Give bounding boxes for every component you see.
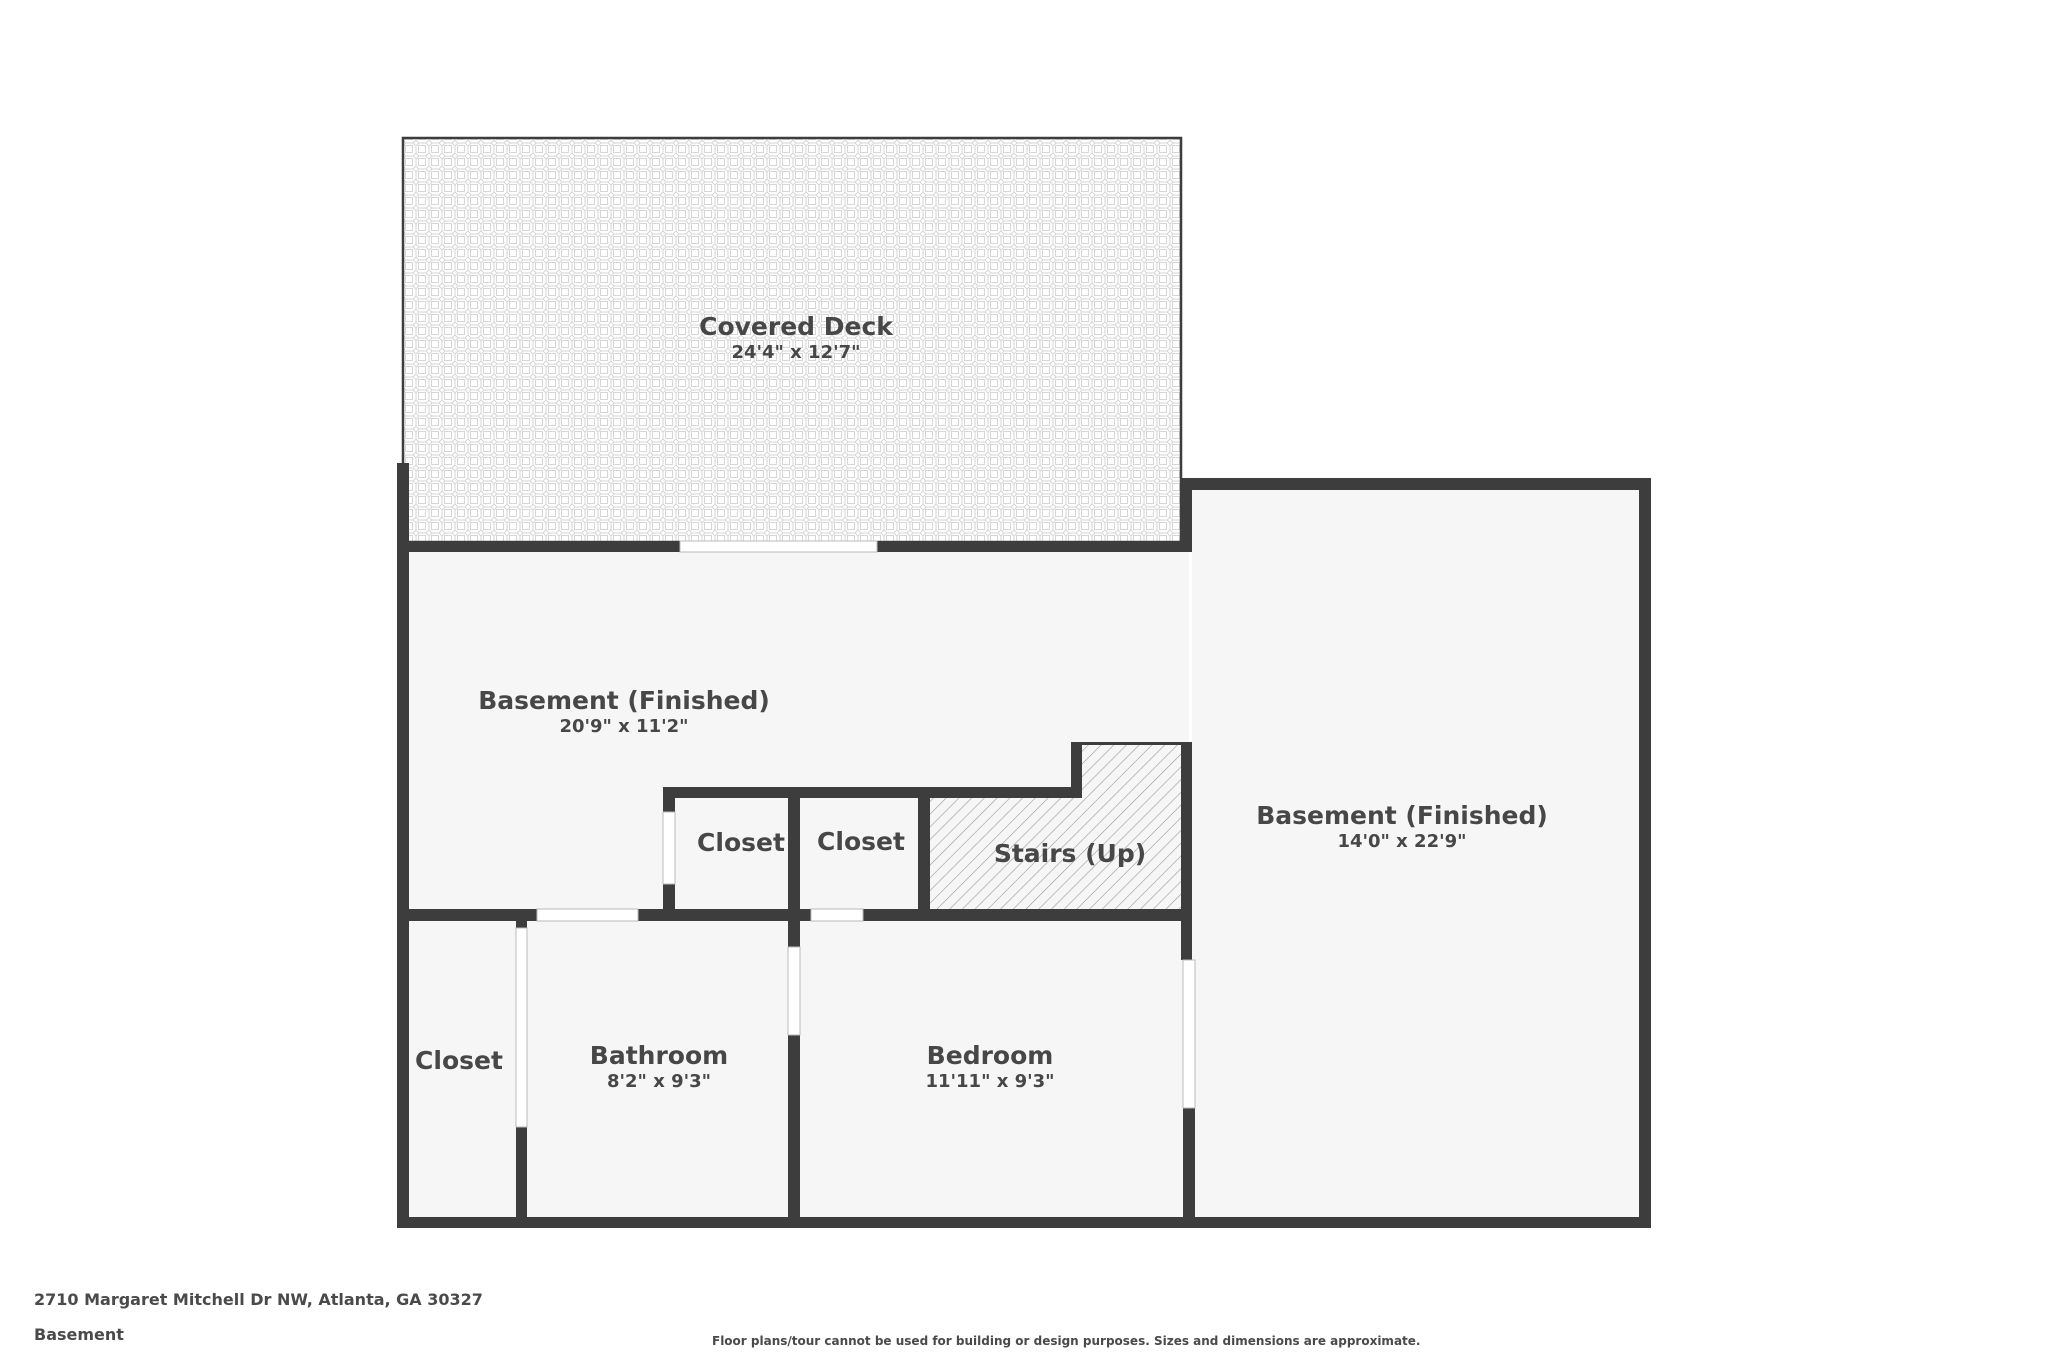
room-dimensions: 14'0" x 22'9"	[1337, 831, 1467, 852]
disclaimer: Floor plans/tour cannot be used for buil…	[712, 1334, 1421, 1348]
room-bedroom: Bedroom 11'11" x 9'3"	[925, 1041, 1054, 1093]
room-basement-left: Basement (Finished) 20'9" x 11'2"	[478, 686, 770, 738]
deck-opening	[679, 540, 878, 553]
closet2-door	[810, 908, 864, 922]
room-name: Basement (Finished)	[478, 686, 770, 715]
room-dimensions: 20'9" x 11'2"	[559, 716, 689, 737]
covered-deck-area	[401, 136, 1183, 544]
room-dimensions: 11'11" x 9'3"	[925, 1071, 1055, 1092]
room-name: Covered Deck	[699, 312, 893, 341]
room-stairs: Stairs (Up)	[994, 839, 1146, 869]
room-name: Closet	[817, 827, 905, 856]
walls	[397, 463, 1651, 1228]
room-covered-deck: Covered Deck 24'4" x 12'7"	[699, 312, 893, 364]
room-bathroom: Bathroom 8'2" x 9'3"	[590, 1041, 728, 1093]
room-name: Basement (Finished)	[1256, 801, 1548, 830]
room-name: Bedroom	[926, 1041, 1054, 1070]
room-basement-right: Basement (Finished) 14'0" x 22'9"	[1256, 801, 1548, 853]
bathroom-door	[536, 908, 639, 922]
floor-fills	[409, 490, 1639, 1217]
closet1-door	[662, 811, 676, 885]
closet3-door	[515, 927, 528, 1128]
room-name: Stairs (Up)	[993, 839, 1147, 868]
property-address: 2710 Margaret Mitchell Dr NW, Atlanta, G…	[34, 1290, 483, 1309]
room-name: Closet	[697, 828, 785, 857]
bedroom-door-east	[1182, 959, 1196, 1109]
room-dimensions: 24'4" x 12'7"	[731, 342, 861, 363]
bedroom-door-west	[787, 946, 801, 1036]
room-name: Closet	[415, 1046, 503, 1075]
floor-level-label: Basement	[34, 1325, 124, 1344]
room-closet-1: Closet	[697, 828, 785, 858]
room-name: Bathroom	[589, 1041, 729, 1070]
door-openings	[515, 540, 1196, 1128]
room-closet-3: Closet	[415, 1046, 503, 1076]
room-closet-2: Closet	[817, 827, 905, 857]
room-dimensions: 8'2" x 9'3"	[606, 1071, 712, 1092]
